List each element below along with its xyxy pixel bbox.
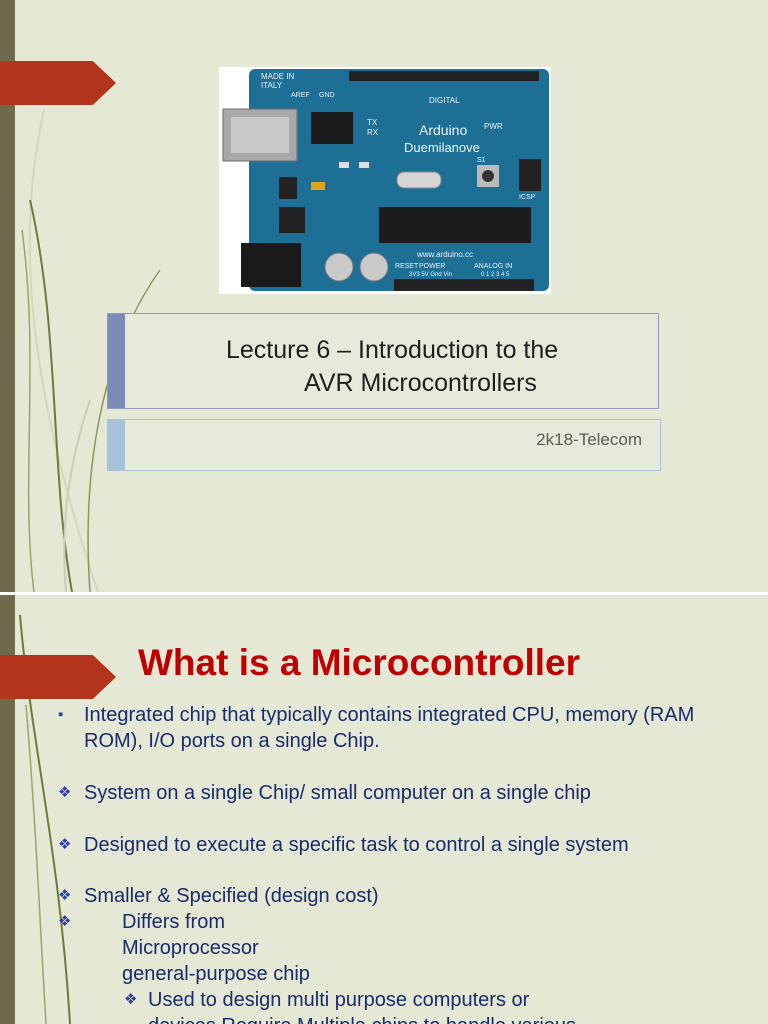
list-item-text: Differs from <box>122 911 225 933</box>
list-item-text: devices Require Multiple chips to handle… <box>148 1013 576 1024</box>
board-model: Duemilanove <box>404 140 480 155</box>
board-name: Arduino <box>419 122 467 138</box>
list-item-text: System on a single Chip/ small computer … <box>84 782 591 804</box>
board-gnd: GND <box>319 92 335 99</box>
diamond-bullet-icon: ❖ <box>124 991 138 1008</box>
diamond-bullet-icon: ❖ <box>58 913 72 930</box>
list-item-text: Microprocessor <box>122 937 259 959</box>
list-item-text: Designed to execute a specific task to c… <box>84 834 629 856</box>
board-power: POWER <box>419 263 445 270</box>
board-power-pins: 3V3 5V Gnd Vin <box>409 272 452 278</box>
slide-heading: What is a Microcontroller <box>138 642 581 683</box>
list-item-text: Integrated chip that typically contains … <box>84 704 695 726</box>
slide-left-bar <box>0 595 15 1024</box>
board-made-in: MADE IN <box>261 72 295 81</box>
slide-left-bar <box>0 0 15 592</box>
content-slide: What is a Microcontroller ▪ Integrated c… <box>0 595 768 1024</box>
list-item-text: Smaller & Specified (design cost) <box>84 885 379 907</box>
board-analog-pins: 0 1 2 3 4 5 <box>481 272 510 278</box>
board-rx: RX <box>367 128 379 137</box>
slide-accent-arrow <box>0 61 116 105</box>
board-s1: S1 <box>477 157 486 164</box>
board-aref: AREF <box>291 92 310 99</box>
board-reset: RESET <box>395 263 419 270</box>
subtitle-box: 2k18-Telecom <box>107 419 661 471</box>
board-pwr: PWR <box>484 122 503 131</box>
square-bullet-icon: ▪ <box>58 706 64 723</box>
list-item-text: Used to design multi purpose computers o… <box>148 989 530 1011</box>
subtitle-accent-bar <box>108 420 125 470</box>
diamond-bullet-icon: ❖ <box>58 887 72 904</box>
decorative-curves <box>21 109 161 592</box>
title-box: Lecture 6 – Introduction to the AVR Micr… <box>107 313 659 409</box>
board-digital: DIGITAL <box>429 96 460 105</box>
subtitle-text: 2k18-Telecom <box>536 430 642 449</box>
board-italy: ITALY <box>261 81 283 90</box>
board-website: www.arduino.cc <box>416 250 473 259</box>
list-item-text: ROM), I/O ports on a single Chip. <box>84 730 380 752</box>
diamond-bullet-icon: ❖ <box>58 836 72 853</box>
title-accent-bar <box>108 314 125 408</box>
board-tx: TX <box>367 118 378 127</box>
board-icsp: ICSP <box>519 194 536 201</box>
title-line-2: AVR Microcontrollers <box>304 369 537 397</box>
board-analog-in: ANALOG IN <box>474 263 512 270</box>
title-slide: MADE IN ITALY AREF GND DIGITAL PWR TX RX… <box>0 0 768 592</box>
title-line-1: Lecture 6 – Introduction to the <box>226 336 559 364</box>
diamond-bullet-icon: ❖ <box>58 784 72 801</box>
arduino-board-image: MADE IN ITALY AREF GND DIGITAL PWR TX RX… <box>219 67 551 294</box>
slide-accent-arrow <box>0 655 116 699</box>
list-item-text: general-purpose chip <box>122 963 310 985</box>
